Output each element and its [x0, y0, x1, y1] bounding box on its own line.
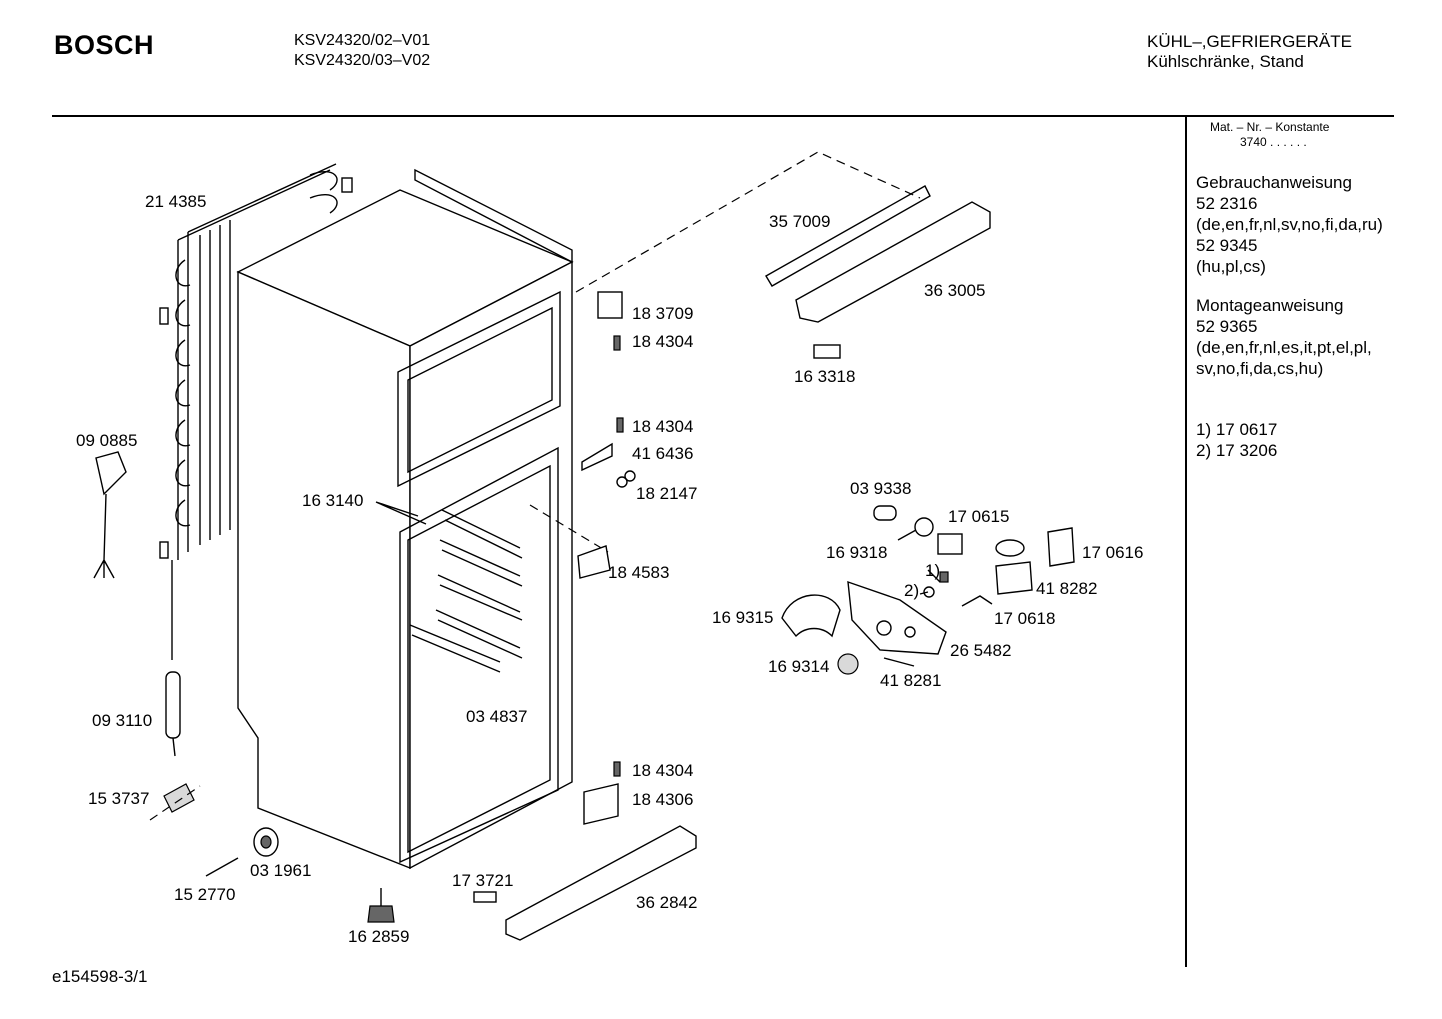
refrigerator-cabinet — [236, 168, 574, 870]
part-label-p162859: 16 2859 — [348, 927, 409, 946]
part-label-p153737: 15 3737 — [88, 789, 149, 808]
konstante-label: Mat. – Nr. – Konstante — [1210, 120, 1330, 134]
installation-part-number: 52 9365 — [1196, 317, 1258, 336]
hinge-hardware — [577, 291, 636, 825]
konstante-value: 3740 . . . . . . — [1240, 135, 1307, 149]
part-label-p357009: 35 7009 — [769, 212, 830, 231]
part-label-p093110: 09 3110 — [92, 711, 152, 730]
top-rail-assembly — [765, 185, 991, 359]
footnotes-section: 1) 17 0617 2) 17 3206 — [1196, 419, 1277, 461]
part-label-p418281: 41 8281 — [880, 671, 941, 690]
header-divider — [52, 115, 1394, 117]
part-label-p152770: 15 2770 — [174, 885, 235, 904]
dashed-leader — [529, 504, 609, 553]
part-label-p184306: 18 4306 — [632, 790, 693, 809]
part-label-p214385: 21 4385 — [145, 192, 206, 211]
part-label-p170615: 17 0615 — [948, 507, 1009, 526]
manual-languages: (hu,pl,cs) — [1196, 257, 1266, 276]
part-label-p169318: 16 9318 — [826, 543, 887, 562]
part-label-p039338: 03 9338 — [850, 479, 911, 498]
rod-part — [205, 857, 239, 877]
adjustable-foot — [367, 888, 395, 923]
part-label-p418282: 41 8282 — [1036, 579, 1097, 598]
part-label-p031961: 03 1961 — [250, 861, 311, 880]
dashed-leader — [575, 151, 921, 293]
installation-languages: sv,no,fi,da,cs,hu) — [1196, 359, 1324, 378]
manual-part-number: 52 9345 — [1196, 236, 1258, 255]
part-label-p184304a: 18 4304 — [632, 332, 693, 351]
part-label-n2: 2) — [904, 581, 919, 600]
brand-logo: BOSCH — [54, 30, 155, 60]
subcategory-title: Kühlschränke, Stand — [1147, 52, 1304, 71]
footnote-2: 2) 17 3206 — [1196, 441, 1278, 460]
installation-section: Montageanweisung 52 9365 (de,en,fr,nl,es… — [1196, 295, 1372, 379]
part-label-p170616: 17 0616 — [1082, 543, 1143, 562]
footnote-1: 1) 17 0617 — [1196, 420, 1278, 439]
part-label-p362842: 36 2842 — [636, 893, 697, 912]
power-cord — [93, 451, 127, 579]
category-title: KÜHL–,GEFRIERGERÄTE — [1147, 32, 1352, 51]
manual-languages: (de,en,fr,nl,sv,no,fi,da,ru) — [1196, 215, 1383, 234]
part-label-p182147: 18 2147 — [636, 484, 697, 503]
part-label-p163140: 16 3140 — [302, 491, 363, 510]
roller-foot — [253, 827, 279, 857]
filter-drier — [165, 671, 181, 757]
manual-part-number: 52 2316 — [1196, 194, 1258, 213]
part-label-p169314: 16 9314 — [768, 657, 829, 676]
part-label-p183709: 18 3709 — [632, 304, 693, 323]
model-number-2: KSV24320/03–V02 — [294, 52, 431, 69]
part-label-p265482: 26 5482 — [950, 641, 1011, 660]
part-label-p173721: 17 3721 — [452, 871, 513, 890]
part-label-n1: 1) — [925, 561, 940, 580]
sidebar-divider — [1185, 116, 1187, 967]
condenser-fins — [199, 220, 231, 545]
manual-section: Gebrauchanweisung 52 2316 (de,en,fr,nl,s… — [1196, 172, 1383, 277]
part-label-p034837: 03 4837 — [466, 707, 527, 726]
installation-title: Montageanweisung — [1196, 296, 1344, 315]
door-shelves — [409, 509, 523, 673]
part-label-p363005: 36 3005 — [924, 281, 985, 300]
installation-languages: (de,en,fr,nl,es,it,pt,el,pl, — [1196, 338, 1372, 357]
exploded-parts-diagram: 21 4385 09 0885 09 3110 15 3737 15 2770 03 19… — [76, 151, 1143, 946]
part-labels: 21 4385 09 0885 09 3110 15 3737 15 2770 03 19… — [76, 192, 1143, 946]
part-label-p184583: 18 4583 — [608, 563, 669, 582]
light-housing-assembly — [781, 505, 1075, 675]
bottom-trim — [473, 825, 697, 941]
part-label-p416436: 41 6436 — [632, 444, 693, 463]
part-label-p184304b: 18 4304 — [632, 417, 693, 436]
grommet — [149, 783, 201, 821]
leader-line — [897, 529, 941, 595]
model-number-1: KSV24320/02–V01 — [294, 32, 431, 49]
part-label-p170618: 17 0618 — [994, 609, 1055, 628]
part-label-p184304c: 18 4304 — [632, 761, 693, 780]
part-label-p163318: 16 3318 — [794, 367, 855, 386]
part-label-p090885: 09 0885 — [76, 431, 137, 450]
leader-line — [375, 501, 427, 525]
part-label-p169315: 16 9315 — [712, 608, 773, 627]
condenser-coil — [159, 163, 353, 660]
drawing-id: e154598-3/1 — [52, 967, 148, 986]
manual-title: Gebrauchanweisung — [1196, 173, 1352, 192]
